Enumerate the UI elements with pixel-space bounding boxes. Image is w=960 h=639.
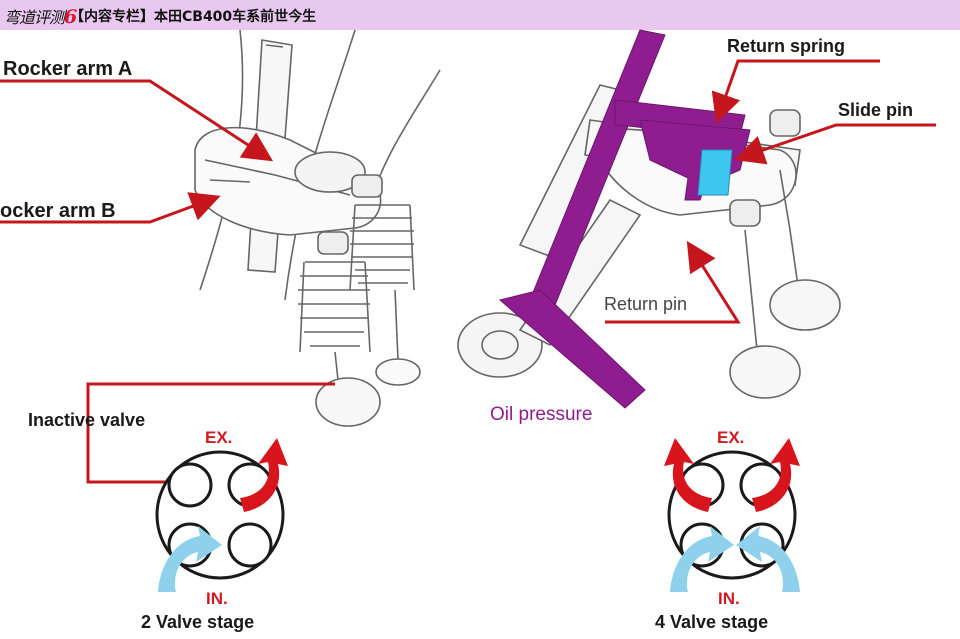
rocker-a-leader bbox=[0, 79, 274, 162]
slide-pin bbox=[697, 149, 733, 196]
left-intake-arrow bbox=[158, 526, 222, 592]
label-ex-left: EX. bbox=[205, 428, 233, 447]
left-callouts bbox=[0, 79, 335, 484]
left-rocker-assembly bbox=[194, 29, 441, 427]
label-return-pin: Return pin bbox=[604, 294, 688, 314]
label-2-valve-stage: 2 Valve stage bbox=[141, 612, 255, 632]
label-inactive-valve: Inactive valve bbox=[28, 410, 146, 430]
rocker-b-leader bbox=[0, 192, 221, 224]
return-pin-leader bbox=[605, 240, 741, 324]
label-rocker-arm-a: Rocker arm A bbox=[3, 58, 133, 80]
slide-pin-leader bbox=[734, 123, 936, 165]
inactive-valve-leader bbox=[86, 382, 335, 484]
article-title: 【内容专栏】本田CB400车系前世今生 bbox=[70, 9, 317, 25]
right-intake-arrow-2 bbox=[736, 526, 800, 592]
label-rocker-arm-b: ocker arm B bbox=[0, 200, 116, 222]
right-exhaust-arrow-1 bbox=[752, 438, 800, 512]
site-logo: 弯道评测6 bbox=[4, 6, 77, 28]
label-in-left: IN. bbox=[206, 589, 228, 608]
header-banner: 弯道评测6 【内容专栏】本田CB400车系前世今生 bbox=[0, 0, 960, 30]
oil-pressure-passages bbox=[498, 29, 751, 409]
label-ex-right: EX. bbox=[717, 428, 745, 447]
left-valve-spring-2 bbox=[298, 261, 371, 353]
left-valve-spring-1 bbox=[349, 204, 415, 291]
label-return-spring: Return spring bbox=[727, 36, 846, 56]
right-exhaust-arrow-2 bbox=[664, 438, 712, 512]
label-oil-pressure: Oil pressure bbox=[490, 404, 593, 425]
right-intake-arrow-1 bbox=[670, 526, 734, 592]
label-slide-pin: Slide pin bbox=[838, 100, 914, 120]
return-spring-leader bbox=[711, 59, 880, 124]
right-callouts bbox=[605, 59, 936, 324]
label-in-right: IN. bbox=[718, 589, 740, 608]
label-4-valve-stage: 4 Valve stage bbox=[655, 612, 769, 632]
left-exhaust-arrow bbox=[240, 438, 288, 512]
